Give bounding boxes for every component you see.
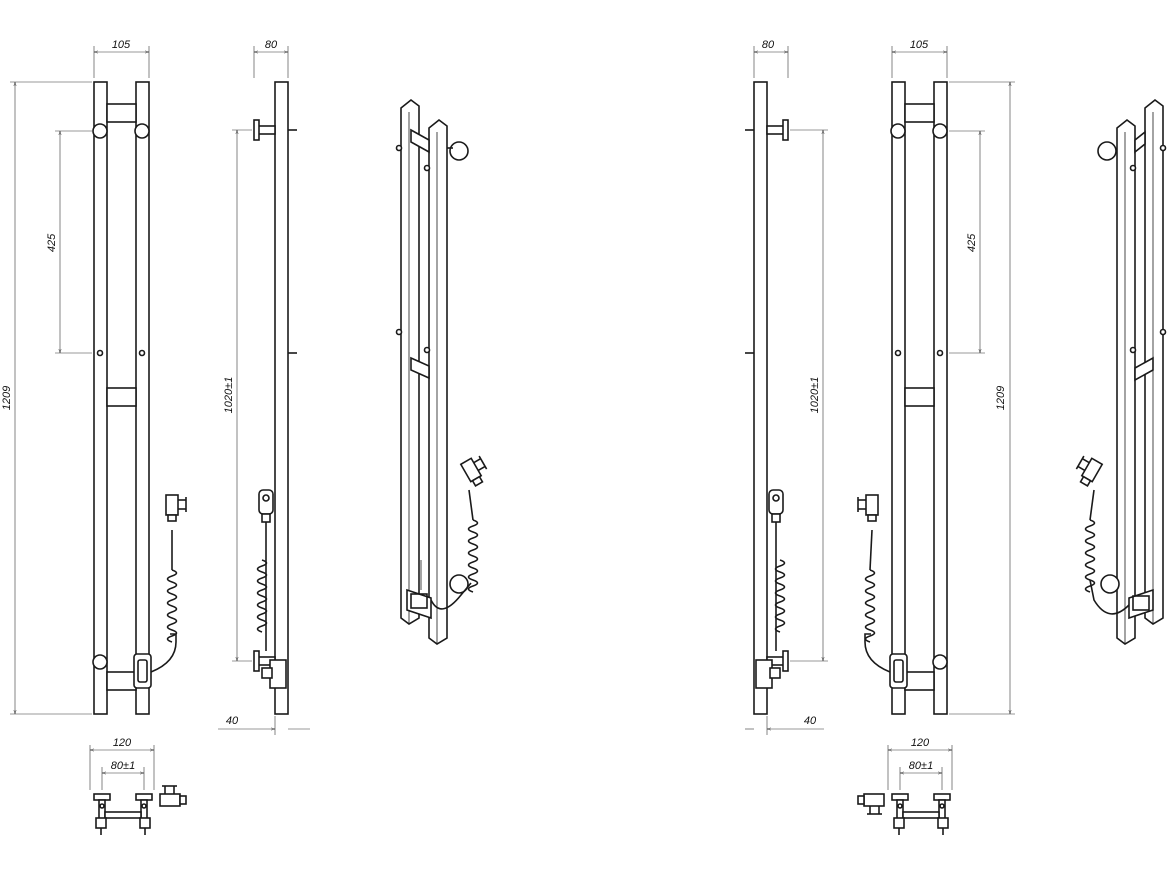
plug-icon	[460, 453, 492, 488]
screw-icon	[96, 349, 104, 357]
left-front-view: 105 425 1209	[1, 39, 187, 715]
dim-mount-span: 1020±1	[223, 377, 235, 414]
mount-icon	[92, 123, 108, 139]
dim-width: 105	[112, 39, 131, 51]
dim-bracket: 80±1	[111, 760, 135, 772]
mount-icon	[890, 123, 906, 139]
screw-icon	[894, 349, 902, 357]
dim-width: 105	[910, 39, 929, 51]
mount-icon	[932, 123, 948, 139]
left-set: 105 425 1209 80	[1, 39, 492, 835]
left-iso-view	[395, 98, 492, 645]
dim-offset: 40	[804, 715, 817, 727]
right-iso-view	[1071, 98, 1167, 645]
plug-icon	[857, 793, 885, 815]
plug-icon	[159, 785, 187, 807]
coil-cord-icon	[467, 519, 479, 593]
dim-depth: 80	[762, 39, 775, 51]
plug-icon	[1071, 453, 1103, 488]
right-front-view: 105 425 1209	[857, 39, 1015, 715]
coil-cord-icon	[864, 569, 876, 643]
dim-spacing: 425	[966, 233, 978, 252]
dim-depth: 80	[265, 39, 278, 51]
mount-icon	[932, 654, 948, 670]
plug-icon	[857, 494, 879, 522]
bottom-crossbar	[106, 671, 137, 691]
right-set: 80 1020±1 40	[745, 39, 1167, 835]
screw-icon	[936, 349, 944, 357]
dim-overall: 120	[911, 737, 930, 749]
mount-icon	[134, 123, 150, 139]
dim-height: 1209	[1, 386, 13, 410]
right-top-view: 120 80±1	[857, 737, 953, 835]
dim-height: 1209	[995, 386, 1007, 410]
dim-spacing: 425	[46, 233, 58, 252]
mount-icon	[92, 654, 108, 670]
middle-crossbar	[106, 387, 137, 407]
plug-icon	[165, 494, 187, 522]
heater-box	[133, 653, 152, 689]
right-rail	[135, 81, 150, 715]
right-side-view: 80 1020±1 40	[745, 39, 828, 735]
left-rail	[93, 81, 108, 715]
dim-bracket: 80±1	[909, 760, 933, 772]
coil-cord-icon	[774, 559, 786, 633]
plug-icon	[258, 489, 274, 523]
heater-box	[889, 653, 908, 689]
left-side-view: 80 1020±1 40	[218, 39, 310, 735]
top-crossbar	[106, 103, 137, 123]
dim-offset: 40	[226, 715, 239, 727]
coil-cord-icon	[166, 569, 178, 643]
plug-icon	[768, 489, 784, 523]
dim-overall: 120	[113, 737, 132, 749]
left-top-view: 120 80±1	[89, 737, 187, 835]
screw-icon	[138, 349, 146, 357]
coil-cord-icon	[256, 559, 268, 633]
dim-mount-span: 1020±1	[809, 377, 821, 414]
